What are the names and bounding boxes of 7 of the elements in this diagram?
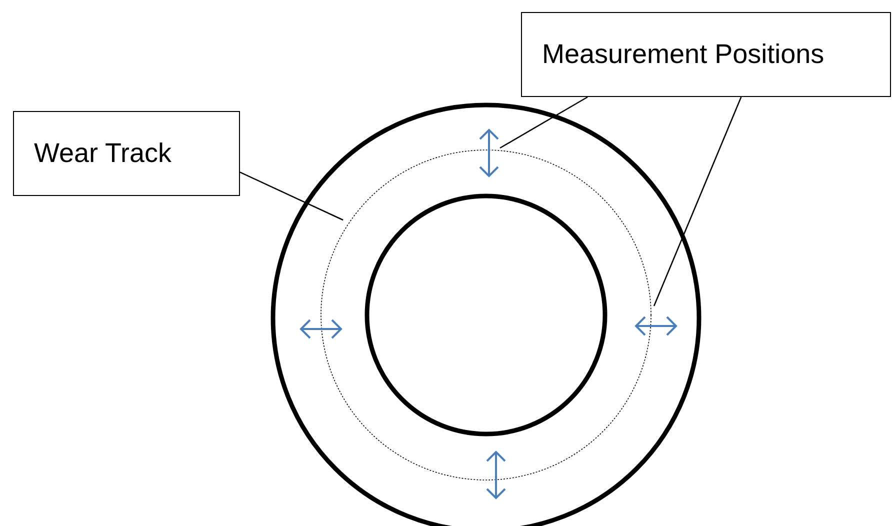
leader-line: [500, 96, 588, 149]
leader-line: [240, 172, 344, 221]
callout-text: Measurement Positions: [542, 39, 824, 70]
callout-box: [521, 12, 891, 97]
callout-box: [13, 111, 240, 196]
leader-line: [653, 96, 742, 306]
callout-text: Wear Track: [34, 138, 172, 169]
